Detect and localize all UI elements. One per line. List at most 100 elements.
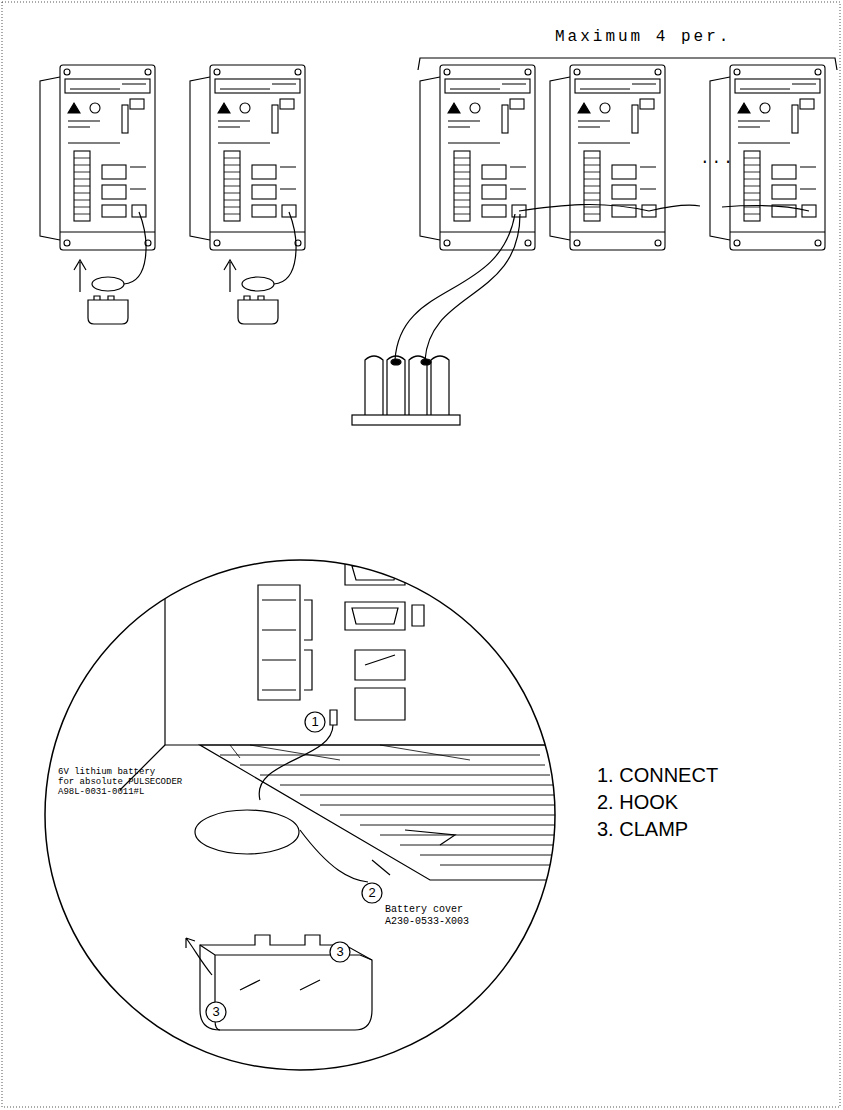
module-part [772,185,796,199]
module-part [214,69,220,75]
module-part [450,84,526,89]
module-part [74,193,90,194]
module-part [640,99,654,109]
module-part [482,185,506,199]
module-part [70,84,146,89]
module-part [295,69,301,75]
module-part [600,103,610,113]
part-name: Battery cover [385,904,463,916]
module-part [444,240,450,246]
single-batteries [74,212,296,324]
module-part [454,200,470,201]
module-part [744,151,760,221]
module-part [584,200,600,201]
module-part [454,193,470,194]
module-part [744,179,760,180]
module-part [448,103,460,113]
module-part [584,193,600,194]
battery-box [352,204,809,425]
part-number: A230-0533-X003 [385,916,469,928]
module-part [800,99,814,109]
module-part [454,207,470,208]
module-part [420,77,440,240]
module-part [655,69,661,75]
module-part [734,69,740,75]
module-part [574,240,580,246]
module-part [440,65,535,250]
module-part [68,103,80,113]
module-part [584,186,600,187]
module-part [445,79,530,93]
module-part [448,142,500,143]
module-part [224,179,240,180]
module-part [224,186,240,187]
module-part [578,142,630,143]
step-text: 2. HOOK [597,791,678,814]
module-part [570,65,665,250]
module-part [735,79,820,93]
module-part [632,105,638,133]
module-part [224,200,240,201]
module-part [454,165,470,166]
module-part [510,167,526,189]
module-part [122,105,128,133]
module-part [252,165,276,179]
callout-number: 3 [206,1003,226,1021]
module-part [740,84,816,89]
servo-module [550,65,665,250]
module-part [744,193,760,194]
module-part [454,214,470,215]
step-text: 1. CONNECT [597,764,718,787]
module-part [454,179,470,180]
module-part [252,205,276,217]
module-part [224,165,240,166]
module-part [282,205,296,217]
module-part [760,103,770,113]
module-part [240,103,250,113]
module-part [502,105,508,133]
module-part [744,165,760,166]
module-part [800,167,816,189]
module-part [74,207,90,208]
module-part [510,99,524,109]
module-part [190,77,210,240]
module-part [815,69,821,75]
module-part [525,69,531,75]
module-part [40,77,60,240]
module-part [738,103,750,113]
part-number: A98L-0031-0011#L [58,787,144,797]
servo-module [420,65,535,250]
module-part [448,121,480,127]
module-part [730,65,825,250]
module-part [454,151,470,221]
module-part [252,185,276,199]
module-part [580,84,656,89]
step-text: 3. CLAMP [597,818,688,841]
module-part [454,172,470,173]
module-part [570,231,665,232]
module-part [584,151,600,221]
module-part [578,121,610,127]
module-part [744,200,760,201]
module-part [584,214,600,215]
module-part [130,167,146,189]
module-part [74,179,90,180]
module-part [738,142,790,143]
module-part [74,172,90,173]
module-part [90,103,100,113]
module-part [744,158,760,159]
module-part [60,65,155,250]
module-part [792,105,798,133]
module-part [218,142,270,143]
module-part [280,99,294,109]
servo-module [40,65,155,250]
module-part [454,158,470,159]
module-part [482,205,506,217]
module-part [218,121,250,127]
module-part [60,231,155,232]
part-name: 6V lithium battery [58,767,155,777]
module-part [454,186,470,187]
module-part [574,69,580,75]
module-part [220,84,296,89]
